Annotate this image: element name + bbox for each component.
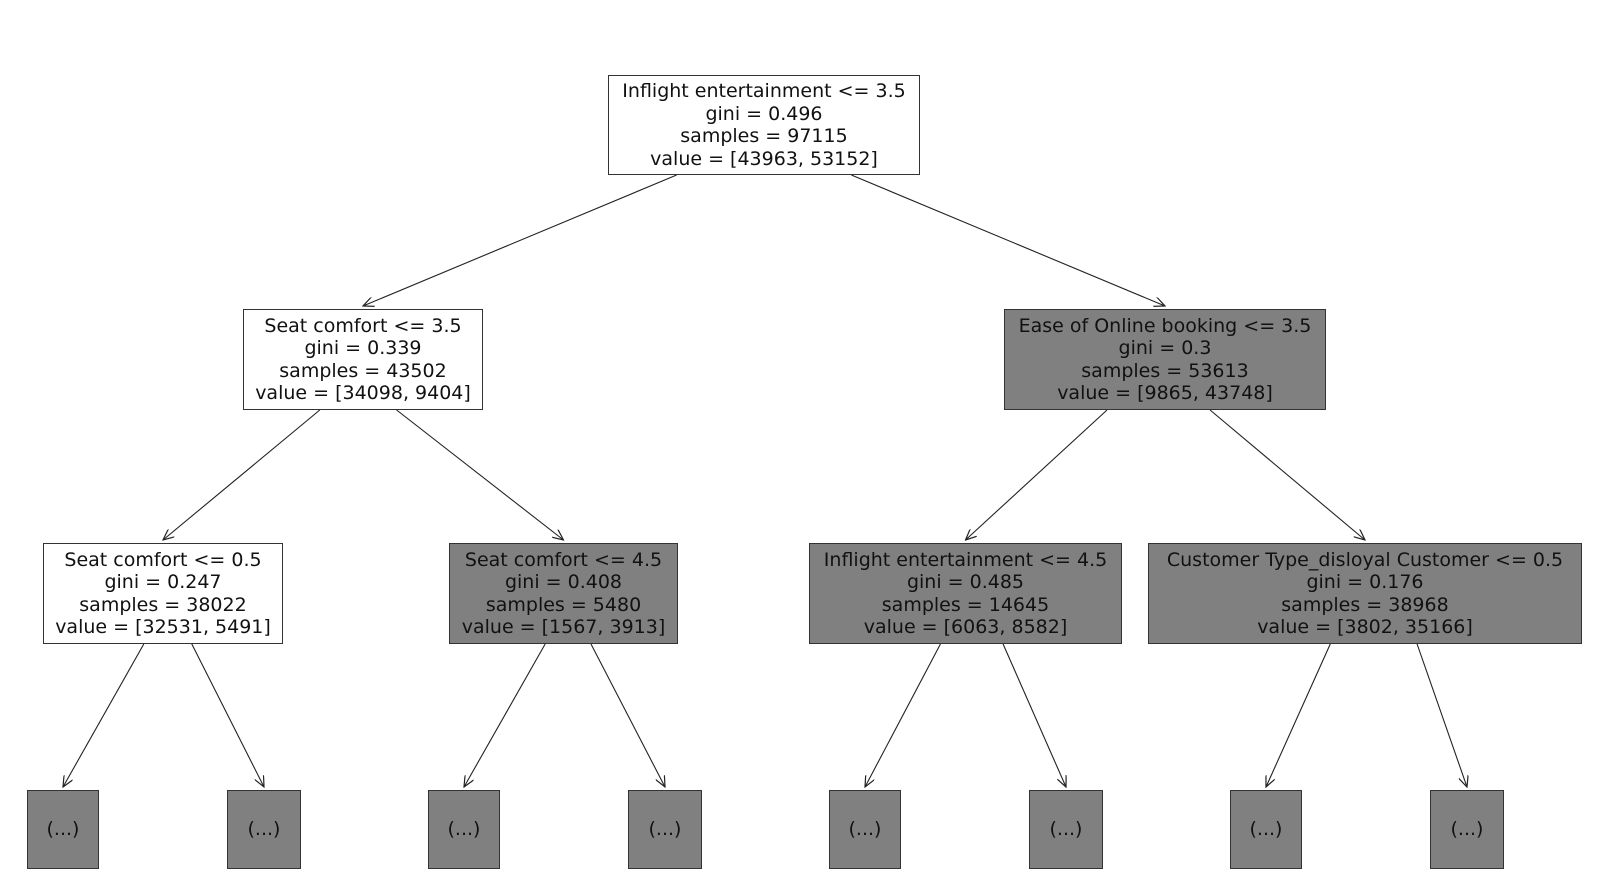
node-text-line: Ease of Online booking <= 3.5: [1018, 314, 1312, 337]
node-text-line: (...): [46, 818, 80, 841]
tree-leaf-node: (...): [27, 790, 99, 869]
node-text-line: samples = 5480: [485, 593, 642, 616]
node-text-line: (...): [1249, 818, 1283, 841]
node-text-line: samples = 38968: [1281, 593, 1449, 616]
tree-leaf-node: (...): [628, 790, 702, 869]
tree-leaf-node: (...): [227, 790, 301, 869]
node-text-line: value = [6063, 8582]: [863, 616, 1068, 638]
tree-leaf-node: (...): [1230, 790, 1302, 869]
node-text-line: samples = 53613: [1081, 359, 1249, 382]
tree-edge-arrow: [865, 643, 941, 787]
node-text-line: gini = 0.176: [1306, 571, 1424, 593]
node-text-line: Inflight entertainment <= 4.5: [823, 548, 1108, 571]
node-text-line: (...): [848, 818, 882, 841]
node-text-line: Inflight entertainment <= 3.5: [622, 80, 906, 102]
node-text-line: value = [34098, 9404]: [255, 382, 471, 404]
node-text-line: value = [1567, 3913]: [461, 616, 666, 638]
node-text-line: value = [3802, 35166]: [1257, 616, 1473, 638]
tree-edge-arrow: [464, 643, 546, 787]
tree-edge-arrow: [1002, 643, 1066, 787]
node-text-line: value = [9865, 43748]: [1057, 382, 1273, 404]
node-text-line: Customer Type_disloyal Customer <= 0.5: [1166, 548, 1564, 571]
node-text-line: gini = 0.3: [1118, 337, 1212, 359]
node-text-line: samples = 38022: [79, 593, 247, 616]
tree-edge-arrow: [1209, 409, 1365, 540]
tree-edge-arrow: [851, 174, 1165, 306]
tree-edge-arrow: [590, 643, 665, 787]
node-text-line: gini = 0.408: [504, 571, 623, 593]
node-text-line: samples = 97115: [680, 125, 848, 147]
node-text-line: (...): [247, 818, 281, 841]
tree-edge-arrow: [396, 409, 564, 540]
tree-edge-arrow: [191, 643, 264, 787]
tree-leaf-node: (...): [1430, 790, 1504, 869]
tree-edge-arrow: [966, 409, 1108, 540]
tree-leaf-node: (...): [428, 790, 500, 869]
node-text-line: value = [43963, 53152]: [650, 147, 878, 170]
node-text-line: Seat comfort <= 3.5: [264, 314, 462, 337]
tree-edge-arrow: [163, 409, 321, 540]
node-text-line: samples = 43502: [279, 359, 447, 382]
node-text-line: (...): [648, 818, 682, 841]
node-text-line: Seat comfort <= 0.5: [64, 548, 262, 571]
node-text-line: value = [32531, 5491]: [55, 616, 271, 638]
node-text-line: (...): [1049, 818, 1083, 841]
node-text-line: samples = 14645: [881, 593, 1050, 616]
node-text-line: Seat comfort <= 4.5: [464, 548, 663, 571]
node-text-line: gini = 0.485: [906, 571, 1025, 593]
node-text-line: gini = 0.496: [705, 102, 823, 125]
tree-leaf-node: (...): [829, 790, 901, 869]
node-text-line: gini = 0.339: [304, 337, 422, 359]
tree-edge-arrow: [1266, 643, 1331, 787]
tree-edge-arrow: [63, 643, 145, 787]
tree-edge-arrow: [1416, 643, 1467, 787]
node-text-line: (...): [447, 818, 481, 841]
tree-edge-arrow: [363, 174, 677, 306]
node-text-line: (...): [1450, 818, 1484, 841]
tree-leaf-node: (...): [1029, 790, 1103, 869]
node-text-line: gini = 0.247: [104, 571, 222, 593]
